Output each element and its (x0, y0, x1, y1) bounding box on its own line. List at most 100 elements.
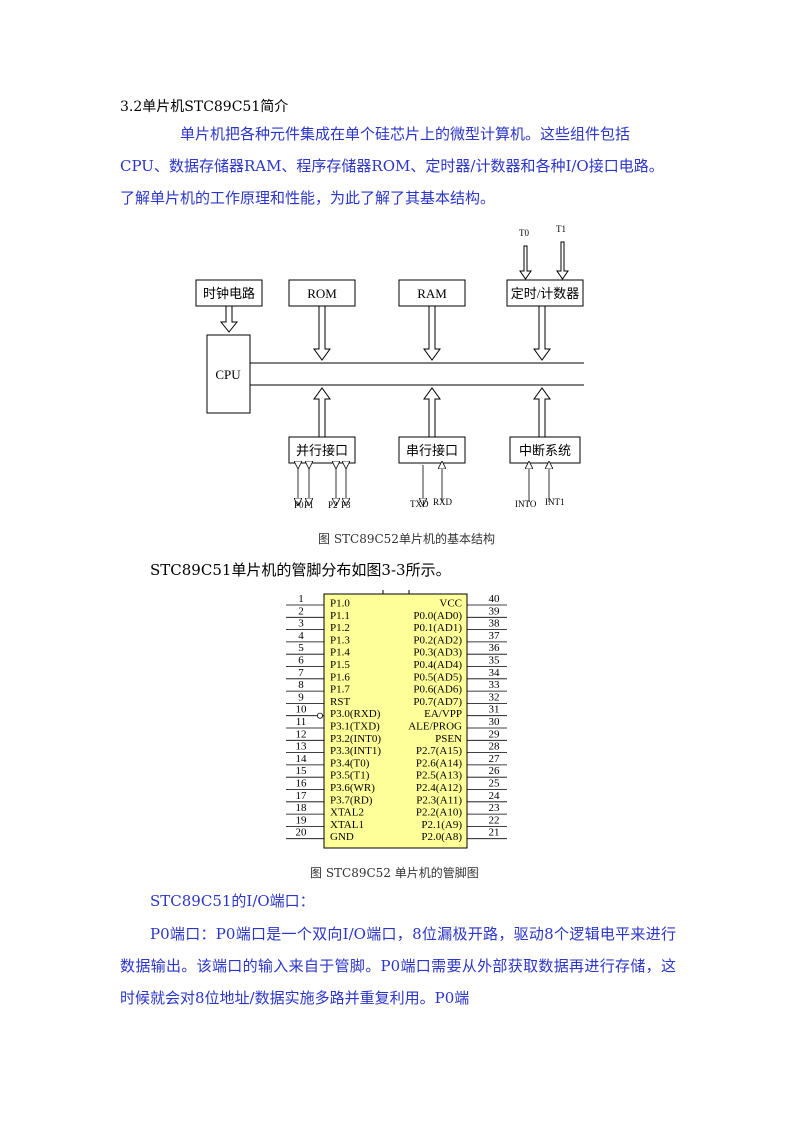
pin-label: P1.0 (330, 598, 350, 610)
pin-number: 2 (298, 605, 304, 617)
pin-number: 26 (489, 765, 501, 777)
chip-body (323, 593, 468, 849)
pin-label: P2.3(A11) (416, 794, 462, 806)
pin-label: P0.3(AD3) (413, 647, 462, 659)
pin-label: P0.0(AD0) (413, 610, 462, 622)
pin-label: P1.4 (330, 647, 350, 659)
pin-label: P0.6(AD6) (413, 684, 462, 696)
pin-number: 18 (296, 802, 308, 814)
pin-label: P2.7(A15) (416, 745, 462, 757)
pin-label: P2.2(A10) (416, 807, 462, 819)
pin-label: GND (330, 831, 354, 843)
pin-label: P0.1(AD1) (413, 622, 462, 634)
pin-number: 39 (489, 605, 501, 617)
txd-label: TXD (410, 499, 429, 509)
pin-number: 20 (296, 827, 308, 839)
pin-label: VCC (439, 598, 462, 610)
rst-bubble (317, 712, 324, 719)
pin-number: 3 (298, 618, 304, 630)
int0-label: INTO (515, 499, 537, 509)
io-heading: STC89C51的I/O端口： (150, 892, 315, 910)
pin-number: 36 (489, 642, 501, 654)
chip-notch (382, 590, 410, 594)
pin-label: P0.7(AD7) (413, 696, 462, 708)
pin-number: 24 (489, 790, 501, 802)
pin-label: P3.6(WR) (330, 782, 375, 794)
intro-paragraph: 单片机把各种元件集成在单个硅芯片上的微型计算机。这些组件包括CPU、数据存储器R… (120, 118, 676, 214)
pin-number: 40 (489, 593, 501, 605)
pin-label: P3.1(TXD) (330, 721, 380, 733)
pinout-diagram: 1 P1.0 2 P1.1 3 P1.2 4 P1.3 5 P1.4 6 P1.5 7 P1.6 8 P1.7… (286, 590, 507, 849)
pin-label: P0.4(AD4) (413, 659, 462, 671)
pin-number: 14 (296, 753, 308, 765)
p0-text: P0端口：P0端口是一个双向I/O端口，8位漏极开路，驱动8个逻辑电平来进行数据… (120, 925, 676, 1007)
pin-label: P1.3 (330, 634, 350, 646)
cpu-box (206, 334, 251, 414)
pin-number: 34 (489, 667, 501, 679)
pin-label: EA/VPP (424, 708, 462, 720)
pin-label: P0.5(AD5) (413, 671, 462, 683)
pinout-caption: 图 STC89C52 单片机的管脚图 (310, 866, 479, 880)
pin-label: P2.1(A9) (421, 819, 462, 831)
pin-number: 27 (489, 753, 501, 765)
pin-label: P2.4(A12) (416, 782, 462, 794)
pin-label: P1.2 (330, 622, 350, 634)
t0-label: T0 (519, 228, 529, 238)
rom-label: ROM (307, 286, 337, 301)
t1-label: T1 (556, 224, 566, 234)
timer-label: 定时/计数器 (511, 286, 580, 301)
pin-number: 10 (296, 704, 308, 716)
t1-arrow (556, 241, 569, 280)
block-diagram: 时钟电路 ROM RAM 定时/计数器 CPU 并行接口 串行接口 中断系统 T… (195, 224, 584, 510)
timer-to-bus-arrow (533, 305, 551, 361)
pin-number: 7 (298, 667, 304, 679)
interrupt-to-bus-arrow (533, 387, 551, 438)
pin-number: 11 (296, 716, 307, 728)
pin-label: P0.2(AD2) (413, 634, 462, 646)
pin-number: 29 (489, 728, 501, 740)
pin-number: 33 (489, 679, 501, 691)
pin-number: 25 (489, 778, 501, 790)
p1-label: P1 (304, 500, 314, 510)
pin-label: P1.1 (330, 610, 350, 622)
parallel-label: 并行接口 (296, 443, 348, 458)
block-diagram-caption: 图 STC89C52单片机的基本结构 (318, 532, 495, 546)
int1-label: INT1 (545, 497, 565, 507)
pin-label: P1.7 (330, 684, 350, 696)
pin-number: 1 (298, 593, 304, 605)
pin-label: P2.6(A14) (416, 757, 462, 769)
pin-number: 21 (489, 827, 500, 839)
pin-number: 6 (298, 655, 304, 667)
pin-label: RST (330, 696, 350, 708)
pin-number: 19 (296, 814, 308, 826)
pin-number: 4 (298, 630, 304, 642)
pin-label: P3.3(INT1) (330, 745, 381, 757)
pin-number: 35 (489, 655, 501, 667)
pin-number: 32 (489, 691, 500, 703)
pin-label: P2.0(A8) (421, 831, 462, 843)
p2-label: P2 (328, 500, 338, 510)
p0-label: P0 (294, 500, 304, 510)
pin-label: ALE/PROG (408, 721, 462, 733)
pin-label: XTAL2 (330, 807, 364, 819)
pin-number: 23 (489, 802, 501, 814)
pin-label: P1.6 (330, 671, 350, 683)
pin-label: P3.2(INT0) (330, 733, 381, 745)
pin-number: 16 (296, 778, 308, 790)
pin-label: P2.5(A13) (416, 770, 462, 782)
pin-number: 15 (296, 765, 308, 777)
section-heading: 3.2单片机STC89C51简介 (120, 99, 289, 115)
pin-label: P1.5 (330, 659, 350, 671)
pin-number: 8 (298, 679, 304, 691)
pin-number: 30 (489, 716, 501, 728)
pin-number: 22 (489, 814, 500, 826)
cpu-label: CPU (215, 367, 241, 382)
pin-label: P3.0(RXD) (330, 708, 381, 720)
pin-number: 9 (298, 691, 304, 703)
pin-number: 17 (296, 790, 308, 802)
pin-label: XTAL1 (330, 819, 364, 831)
parallel-to-bus-arrow (313, 387, 331, 438)
pin-number: 38 (489, 618, 501, 630)
clock-label: 时钟电路 (203, 286, 255, 301)
pin-number: 5 (298, 642, 304, 654)
